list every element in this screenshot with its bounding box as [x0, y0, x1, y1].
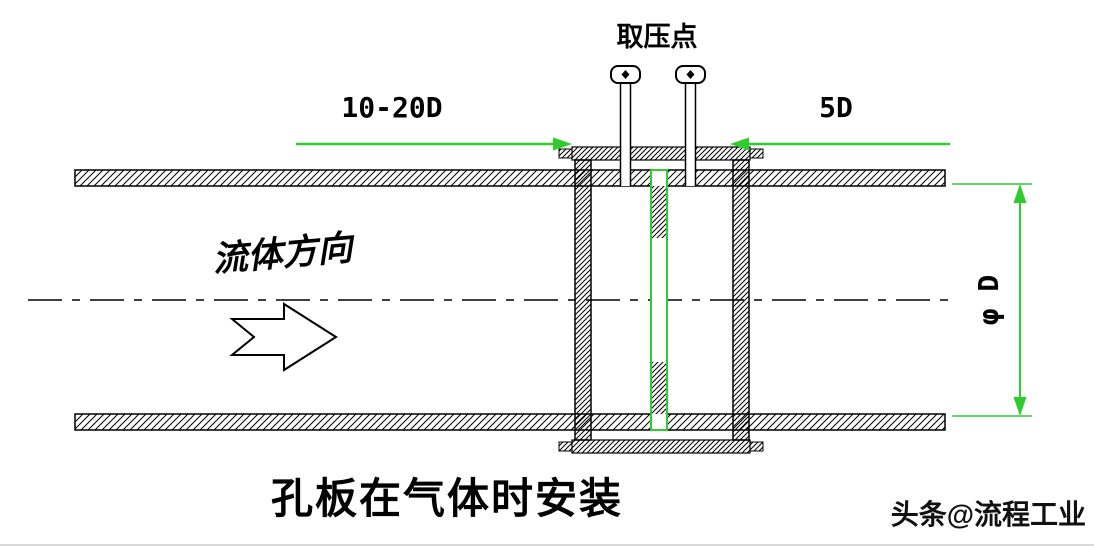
orifice-plate	[650, 169, 668, 431]
flange-stud-bar-bottom	[571, 439, 751, 454]
bolt-head-top-left	[558, 148, 573, 159]
downstream-arrowhead-icon	[730, 137, 749, 151]
bolt-head-bottom-right	[749, 441, 764, 452]
flow-arrow-icon	[229, 302, 338, 372]
pipe-wall-top	[74, 169, 946, 187]
upstream-arrowhead-icon	[553, 137, 572, 151]
tap-valve-dot-right	[686, 70, 695, 79]
bolt-head-top-right	[749, 148, 764, 159]
orifice-plate-section-bottom	[652, 362, 666, 414]
flange-plate-right	[732, 159, 750, 441]
pressure-tap-label: 取压点	[617, 22, 698, 52]
pipe-wall-bottom	[74, 413, 946, 431]
flange-stud-bar-top	[571, 146, 751, 161]
flow-direction: 流体方向	[211, 228, 358, 372]
watermark: 头条@流程工业	[891, 499, 1086, 530]
diameter-arrowhead-down-icon	[1013, 397, 1027, 416]
diameter-dimension: φ D	[952, 183, 1032, 417]
upstream-dimension-label: 10-20D	[341, 91, 442, 124]
downstream-dimension-label: 5D	[819, 91, 853, 124]
pressure-tap-left	[610, 65, 641, 186]
flange-plate-left	[574, 159, 592, 441]
downstream-dimension: 5D	[730, 91, 950, 151]
pressure-tap-right	[675, 65, 706, 186]
flow-direction-label: 流体方向	[211, 228, 358, 279]
tap-valve-dot-left	[621, 70, 630, 79]
pressure-taps: 取压点	[610, 22, 706, 186]
upstream-dimension: 10-20D	[296, 91, 572, 151]
bolt-head-bottom-left	[558, 441, 573, 452]
diagram-caption: 孔板在气体时安装	[271, 474, 623, 523]
diameter-label: φ D	[972, 275, 1005, 326]
orifice-flange-assembly	[558, 146, 764, 454]
diameter-arrowhead-up-icon	[1013, 184, 1027, 203]
pipe	[28, 169, 958, 431]
tap-tube-right-fill	[685, 82, 696, 186]
tap-tube-left-fill	[620, 82, 631, 186]
orifice-plate-section-top	[652, 186, 666, 238]
